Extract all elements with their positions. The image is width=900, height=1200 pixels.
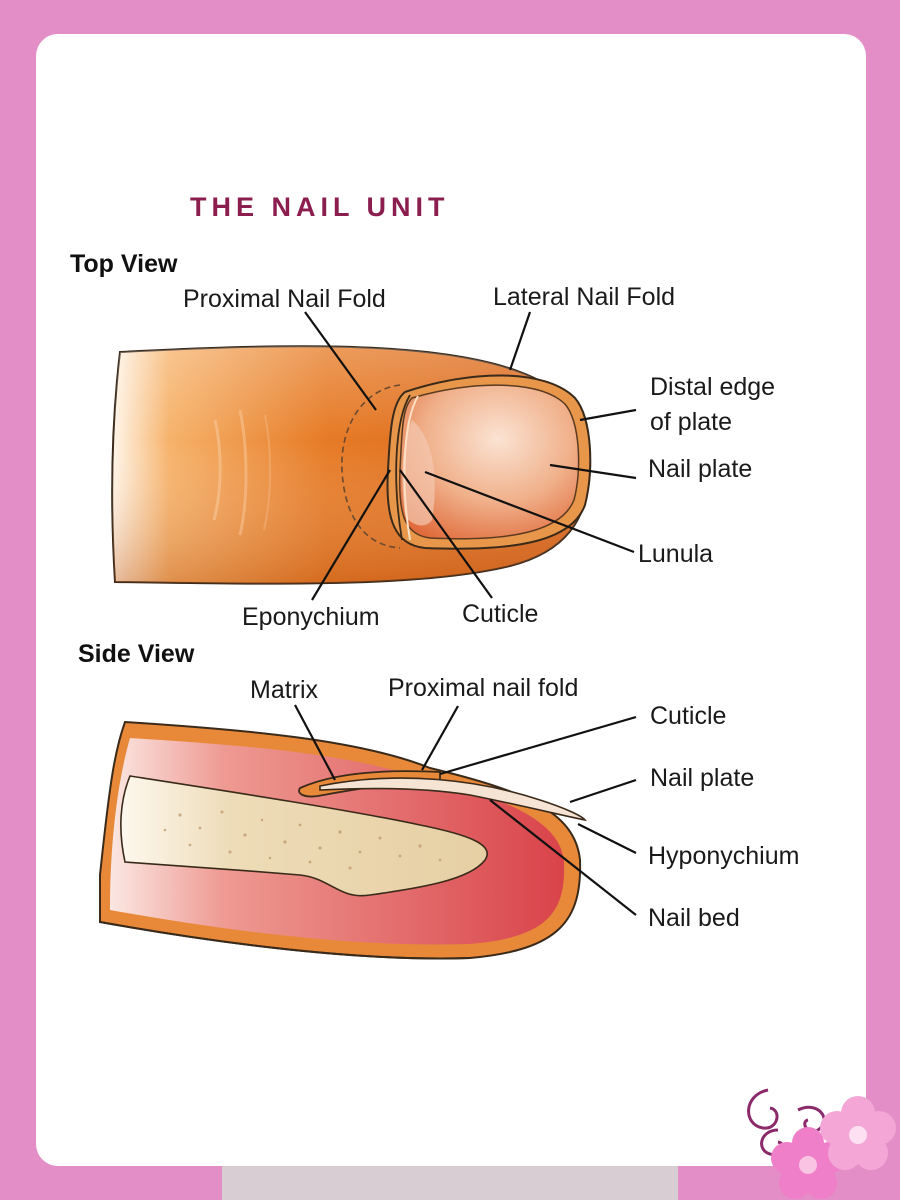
finger-side-view bbox=[99, 720, 587, 960]
side-view-heading: Side View bbox=[78, 640, 195, 668]
label-proximal-nail-fold: Proximal Nail Fold bbox=[183, 285, 386, 313]
label-cuticle-top: Cuticle bbox=[462, 600, 538, 628]
label-nail-bed: Nail bed bbox=[648, 904, 740, 932]
top-view-leader-lines bbox=[304, 311, 637, 601]
label-distal-edge-line1: Distal edge bbox=[650, 373, 775, 401]
label-lateral-nail-fold: Lateral Nail Fold bbox=[493, 283, 675, 311]
side-view-leader-lines bbox=[294, 704, 637, 916]
label-lunula: Lunula bbox=[638, 540, 713, 568]
label-matrix: Matrix bbox=[250, 676, 319, 704]
label-eponychium: Eponychium bbox=[242, 603, 380, 631]
bottom-scrollbar[interactable] bbox=[222, 1166, 678, 1200]
decorative-flowers bbox=[747, 1088, 896, 1199]
label-nail-plate-side: Nail plate bbox=[650, 764, 754, 792]
diagram-title: THE NAIL UNIT bbox=[190, 192, 450, 222]
label-nail-plate-top: Nail plate bbox=[648, 455, 752, 483]
top-view-heading: Top View bbox=[70, 250, 178, 278]
label-cuticle-side: Cuticle bbox=[650, 702, 726, 730]
card-panel bbox=[36, 34, 866, 1166]
flower-2 bbox=[820, 1096, 896, 1170]
label-hyponychium: Hyponychium bbox=[648, 842, 799, 870]
nail-plate-top-view bbox=[386, 374, 592, 550]
label-proximal-nail-fold-side: Proximal nail fold bbox=[388, 674, 578, 702]
label-distal-edge-line2: of plate bbox=[650, 408, 732, 436]
